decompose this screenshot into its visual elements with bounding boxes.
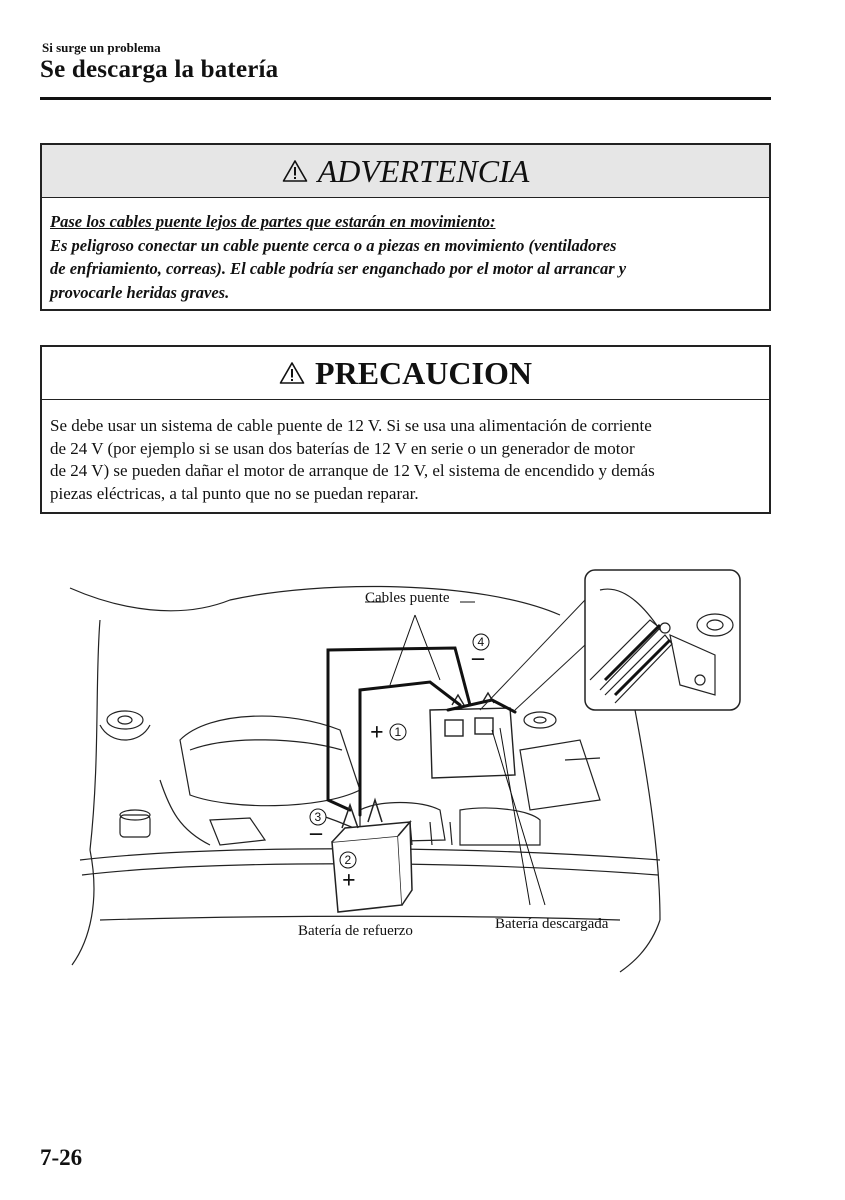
caution-line: de 24 V) se pueden dañar el motor de arr…	[50, 461, 655, 480]
warning-line: de enfriamiento, correas). El cable podr…	[50, 259, 627, 278]
warning-subheading: Pase los cables puente lejos de partes q…	[50, 212, 496, 231]
minus-sign-left: –	[309, 820, 323, 846]
caution-line: Se debe usar un sistema de cable puente …	[50, 416, 652, 435]
cables-label: Cables puente	[365, 590, 450, 606]
marker-3-circle	[309, 808, 327, 826]
caution-body: Se debe usar un sistema de cable puente …	[42, 400, 769, 505]
plus-sign-bottom: +	[342, 868, 356, 894]
minus-sign-top: –	[471, 645, 485, 671]
caution-box: PRECAUCION Se debe usar un sistema de ca…	[40, 345, 771, 514]
section-label: Si surge un problema	[42, 40, 161, 55]
marker-3: 3	[315, 810, 322, 824]
engine-bay-illustration: Cables puente Batería de refuerzo Baterí…	[69, 569, 741, 973]
jumper-cables	[326, 646, 517, 817]
plus-sign-top: +	[370, 720, 384, 746]
warning-line: provocarle heridas graves.	[50, 282, 230, 302]
cable-leader-lines	[365, 601, 546, 906]
discharged-battery-label: Batería descargada	[495, 916, 609, 932]
marker-4-circle	[472, 633, 490, 651]
marker-4: 4	[478, 635, 485, 649]
jump-start-diagram: Cables puente Batería de refuerzo Baterí…	[60, 560, 750, 980]
warning-line: Es peligroso conectar un cable puente ce…	[50, 235, 617, 255]
warning-triangle-icon	[282, 160, 308, 182]
marker-2: 2	[345, 853, 352, 867]
marker-1-circle	[389, 723, 407, 741]
warning-box: ADVERTENCIA Pase los cables puente lejos…	[40, 143, 771, 311]
marker-2-circle	[339, 851, 357, 869]
warning-heading: ADVERTENCIA	[317, 152, 530, 189]
caution-header: PRECAUCION	[42, 347, 769, 400]
warning-triangle-icon	[279, 362, 305, 384]
title-rule	[40, 97, 771, 100]
caution-line: de 24 V (por ejemplo si se usan dos bate…	[50, 438, 635, 458]
marker-1: 1	[395, 725, 402, 739]
warning-body: Pase los cables puente lejos de partes q…	[42, 198, 769, 304]
page-number: 7-26	[40, 1145, 83, 1170]
discharged-battery	[429, 691, 516, 779]
caution-line: piezas eléctricas, a tal punto que no se…	[50, 483, 419, 503]
caution-heading: PRECAUCION	[315, 354, 532, 391]
terminal-closeup-inset	[584, 569, 741, 711]
booster-battery-label: Batería de refuerzo	[298, 923, 413, 939]
page-title: Se descarga la batería	[40, 56, 279, 83]
warning-header: ADVERTENCIA	[42, 145, 769, 198]
